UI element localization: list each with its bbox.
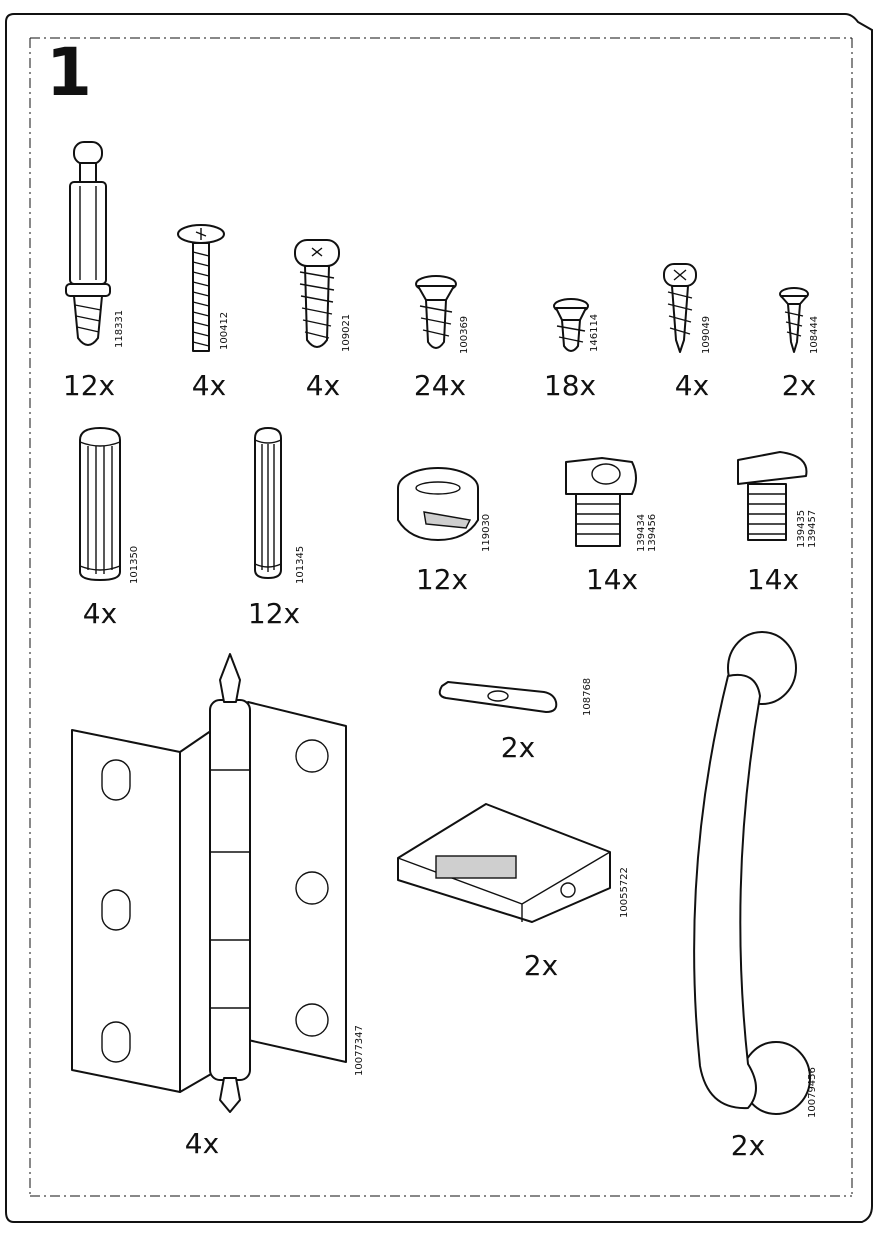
part-10055722-illustration — [397, 803, 611, 923]
part-code: 119030 — [481, 513, 492, 552]
part-quantity: 2x — [781, 369, 817, 402]
part-quantity: 14x — [585, 563, 639, 596]
sheet-border — [5, 13, 873, 1223]
part-10077347-illustration — [71, 653, 347, 1113]
part-quantity: 4x — [305, 369, 341, 402]
part-quantity: 12x — [415, 563, 469, 596]
part-code: 146114 — [589, 313, 600, 352]
part-108444-illustration — [779, 287, 809, 353]
part-109021-illustration — [294, 239, 340, 348]
part-quantity: 2x — [730, 1129, 766, 1162]
part-quantity: 2x — [523, 949, 559, 982]
part-quantity: 2x — [500, 731, 536, 764]
part-code: 118331 — [114, 309, 125, 348]
part-code: 10079456 — [807, 1067, 818, 1118]
part-100369-illustration — [415, 275, 457, 349]
part-139435-illustration — [737, 451, 808, 541]
part-quantity: 12x — [247, 597, 301, 630]
part-code: 108768 — [582, 677, 593, 716]
part-code: 10077347 — [354, 1025, 365, 1076]
part-code: 100412 — [219, 311, 230, 350]
part-code: 109049 — [701, 315, 712, 354]
part-quantity: 24x — [413, 369, 467, 402]
part-146114-illustration — [553, 298, 589, 352]
part-118331-illustration — [65, 141, 111, 346]
part-quantity: 4x — [82, 597, 118, 630]
part-quantity: 4x — [184, 1127, 220, 1160]
part-code: 139435 139457 — [796, 509, 818, 548]
part-code: 109021 — [341, 313, 352, 352]
part-108768-illustration — [438, 681, 558, 713]
part-code: 108444 — [809, 315, 820, 354]
part-code: 101345 — [295, 545, 306, 584]
part-119030-illustration — [397, 467, 479, 541]
part-quantity: 12x — [62, 369, 116, 402]
part-code: 10055722 — [619, 867, 630, 918]
step-number: 1 — [46, 34, 92, 111]
part-101345-illustration — [254, 427, 282, 579]
part-code: 139434 139456 — [636, 513, 658, 552]
part-quantity: 4x — [674, 369, 710, 402]
part-139434-illustration — [565, 457, 637, 547]
part-quantity: 18x — [543, 369, 597, 402]
part-100412-illustration — [177, 224, 225, 352]
part-10079456-illustration — [693, 631, 811, 1115]
part-code: 101350 — [129, 545, 140, 584]
part-109049-illustration — [663, 263, 697, 353]
part-quantity: 14x — [746, 563, 800, 596]
part-101350-illustration — [79, 427, 121, 581]
part-quantity: 4x — [191, 369, 227, 402]
part-code: 100369 — [459, 315, 470, 354]
